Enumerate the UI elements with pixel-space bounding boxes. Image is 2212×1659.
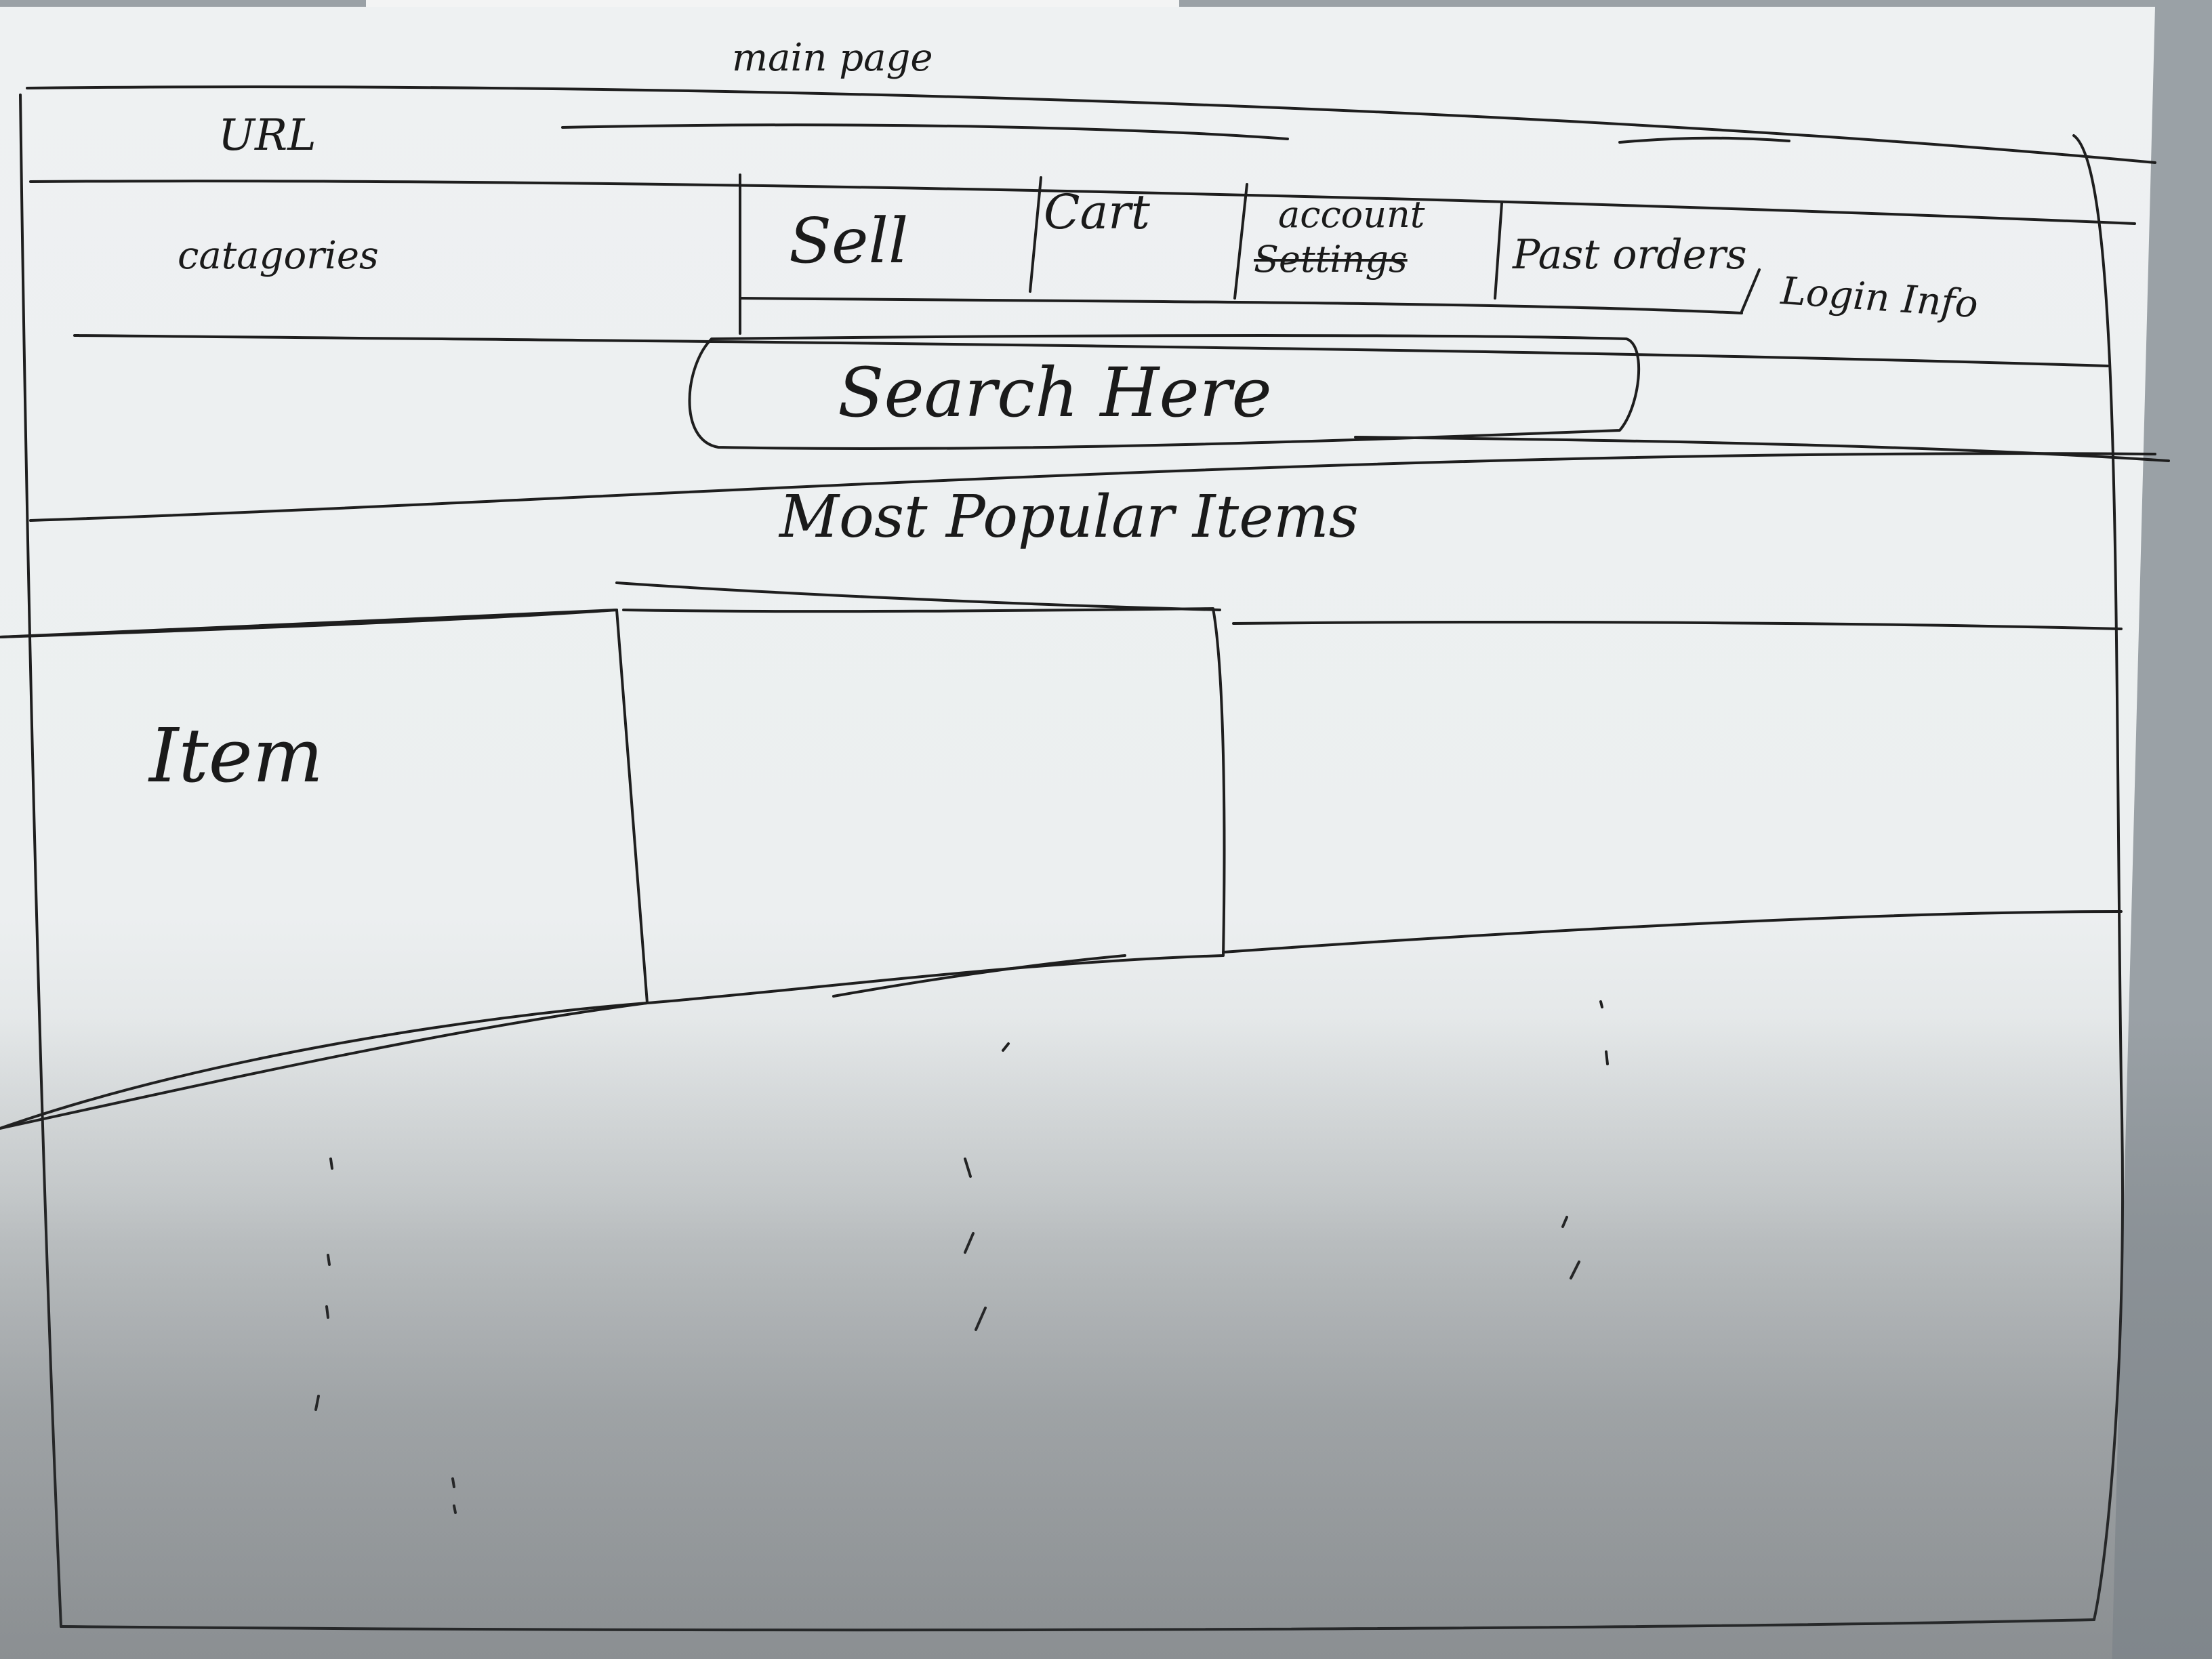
item-box-1-outline[interactable] <box>0 609 649 1130</box>
ellipsis-dot <box>1599 1000 1603 1008</box>
frame-bottom-line <box>60 1618 2095 1632</box>
nav-divider-account <box>1494 202 1503 300</box>
ellipsis-dot <box>314 1395 320 1411</box>
settings-label-struck: Settings <box>1254 238 1408 281</box>
items-row-top-line-mid <box>615 581 1221 611</box>
account-label: account <box>1278 193 1425 236</box>
lighting-shadow <box>0 1017 2212 1659</box>
url-bar-divider <box>29 180 2136 225</box>
sell-button[interactable]: Sell <box>789 205 909 277</box>
items-row-bottom-line-right <box>1222 910 2123 954</box>
search-area-bottom-line-2 <box>1354 436 2170 462</box>
page-title: main page <box>732 36 933 80</box>
lower-row-divider <box>0 1002 649 1130</box>
ellipsis-dot <box>964 1232 975 1254</box>
nav-row-bottom-line <box>73 334 2109 367</box>
ellipsis-dot <box>1605 1050 1609 1065</box>
search-box-outline[interactable] <box>688 334 1641 450</box>
frame-right-line <box>2072 134 2124 1621</box>
cart-button[interactable]: Cart <box>1044 184 1150 240</box>
item-card-label[interactable]: Item <box>149 712 324 799</box>
past-orders-button[interactable]: Past orders <box>1513 231 1747 279</box>
url-bar-dash-1 <box>561 123 1289 140</box>
url-bar-dash-2 <box>1618 136 1790 144</box>
frame-left-line <box>19 94 62 1628</box>
search-input[interactable]: Search Here <box>838 353 1272 432</box>
ellipsis-dot <box>1002 1042 1010 1052</box>
item-box-2-outline[interactable] <box>622 607 1226 1004</box>
items-row-top-line-right <box>1232 620 2123 630</box>
ellipsis-dot <box>453 1504 457 1514</box>
nav-divider-cart <box>1233 183 1248 300</box>
ellipsis-dot <box>1570 1261 1580 1279</box>
section-heading: Most Popular Items <box>779 483 1359 551</box>
ellipsis-dot <box>329 1158 333 1170</box>
ellipsis-dot <box>451 1477 455 1488</box>
item-box-2-bottom-scribble <box>832 954 1126 998</box>
nav-divider-sell <box>1029 176 1042 293</box>
nav-cells-bottom-line <box>739 297 1743 314</box>
frame-top-line <box>26 85 2156 164</box>
ellipsis-dot <box>1561 1216 1568 1228</box>
search-area-bottom-line <box>29 452 2156 522</box>
ellipsis-dot <box>325 1305 329 1319</box>
sketch-paper <box>0 7 2155 1659</box>
categories-menu[interactable]: catagories <box>178 234 379 278</box>
ellipsis-dot <box>964 1158 972 1178</box>
ellipsis-dot <box>975 1307 987 1331</box>
url-bar-label: URL <box>218 110 316 161</box>
nav-divider-past-orders <box>1740 268 1761 313</box>
ellipsis-dot <box>327 1254 331 1266</box>
